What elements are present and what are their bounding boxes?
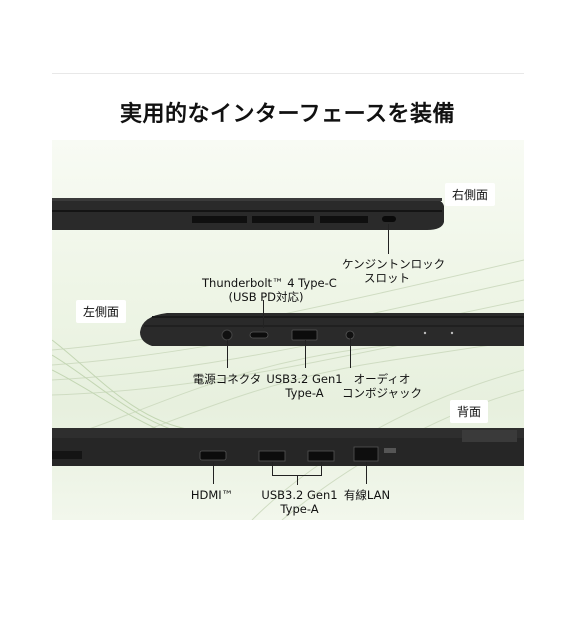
back-laptop (52, 428, 524, 466)
interface-panel: 右側面 ケンジントンロック スロット 左側面 Thunderbolt™ 4 Ty… (52, 140, 524, 520)
page-title: 実用的なインターフェースを装備 (119, 102, 456, 127)
label-audio: オーディオ コンボジャック (342, 372, 422, 400)
hdmi-port (199, 450, 227, 461)
view-tag-back: 背面 (450, 400, 489, 423)
label-usb-left: USB3.2 Gen1 Type-A (266, 372, 343, 400)
left-side-laptop (140, 313, 524, 346)
view-tag-left: 左側面 (76, 300, 127, 323)
label-thunderbolt: Thunderbolt™ 4 Type-C (USB PD対応) (202, 276, 337, 304)
top-divider (52, 73, 524, 74)
usb-port-left (291, 329, 318, 341)
vent-grille-right (192, 216, 368, 223)
usb-port-back-1 (258, 450, 286, 462)
right-side-laptop (52, 198, 444, 230)
label-kensington: ケンジントンロック スロット (342, 257, 446, 285)
kensington-slot (382, 216, 396, 222)
label-power: 電源コネクタ (192, 372, 262, 386)
view-tag-right: 右側面 (445, 183, 496, 206)
label-lan: 有線LAN (343, 488, 391, 502)
thunderbolt-port (249, 331, 269, 339)
label-usb-back: USB3.2 Gen1 Type-A (261, 488, 338, 516)
label-hdmi: HDMI™ (190, 488, 234, 502)
vent-back (52, 451, 82, 459)
power-connector (221, 329, 233, 341)
usb-port-back-2 (307, 450, 335, 462)
lan-port (353, 446, 379, 462)
